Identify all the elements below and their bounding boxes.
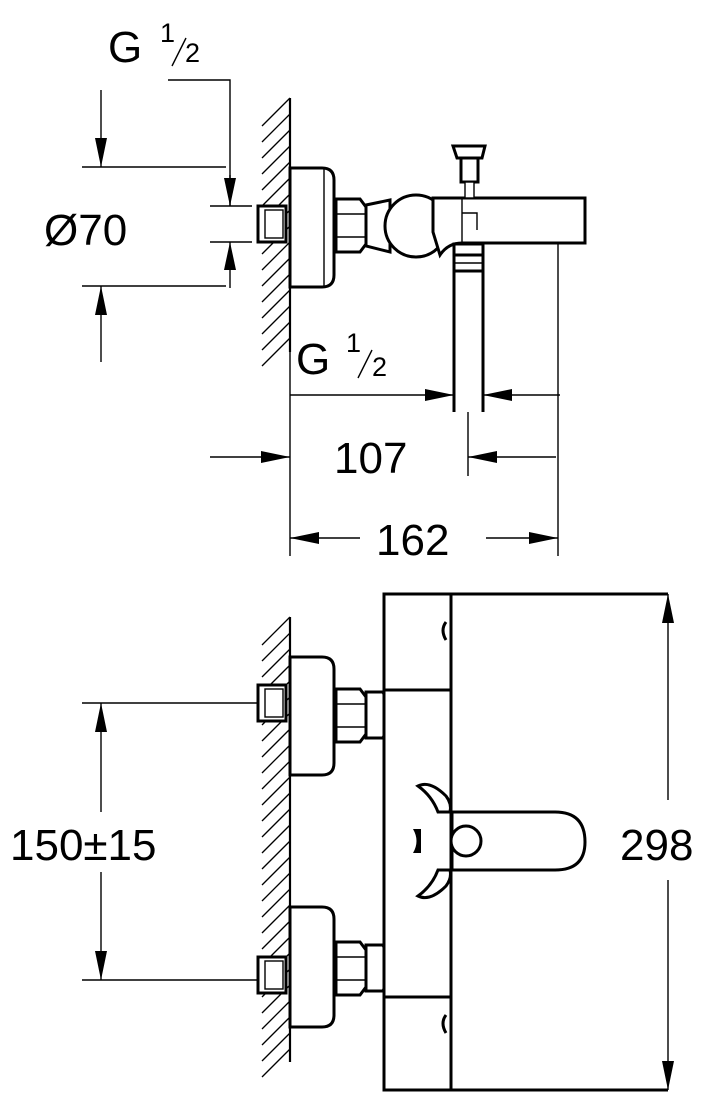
wall-hatch-line (261, 129, 291, 159)
wall-hatch-line (261, 177, 291, 207)
label-depth-total: 162 (376, 516, 449, 565)
hex-nut-top (334, 197, 368, 254)
label-thread-outlet-num: 1 (346, 328, 361, 358)
wall-hatch-line (261, 273, 291, 303)
wall-hatch-line (261, 97, 291, 127)
wall-hatch-line (261, 824, 291, 854)
wall-hatch-line (261, 1032, 291, 1062)
wall-hatch-line (261, 161, 291, 191)
dim-diameter: Ø70 (44, 90, 226, 362)
label-depth-outlet: 107 (334, 434, 407, 483)
wall-hatch-line (261, 241, 291, 271)
wall-hatch-line (261, 776, 291, 806)
wall-hatch-line (261, 856, 291, 886)
top-side-view: G 1 2 Ø70 G 1 2 (44, 18, 587, 565)
wall-hatch-line (261, 920, 291, 950)
wall-hatch-line (261, 616, 291, 646)
wall-hatch-line (261, 744, 291, 774)
dim-height: 298 (620, 594, 693, 1090)
wall-hatch-line (261, 321, 291, 351)
wall-hatch-line (261, 648, 291, 678)
dim-centers: 150±15 (10, 702, 258, 981)
wall-hatch-line (261, 792, 291, 822)
label-centers: 150±15 (10, 821, 157, 870)
label-thread-top-num: 1 (160, 18, 175, 48)
dim-thread-outlet: G 1 2 (290, 328, 560, 401)
wall-hatch-line (261, 337, 291, 367)
wall-hatch-line (261, 1048, 291, 1078)
rosette-top (288, 166, 336, 289)
dim-thread-top: G 1 2 (108, 18, 252, 288)
rosette-upper (288, 655, 336, 777)
wall-connector-top (256, 204, 288, 244)
wall-hatch-line (261, 632, 291, 662)
dim-162: 162 (289, 243, 559, 565)
wall-hatch-line (261, 904, 291, 934)
wall-hatch-line (261, 289, 291, 319)
spout (431, 196, 587, 259)
label-thread-top-base: G (108, 23, 142, 72)
wall-hatch-line (261, 808, 291, 838)
label-thread-outlet-base: G (296, 335, 330, 384)
wall-hatch-line (261, 760, 291, 790)
wall-hatch-line (261, 113, 291, 143)
wall-hatch-line (261, 840, 291, 870)
hose-outlet (452, 242, 485, 412)
label-thread-top-den: 2 (185, 38, 200, 68)
dim-107: 107 (210, 412, 556, 483)
wall-hatch-line (261, 872, 291, 902)
label-height: 298 (620, 821, 693, 870)
bottom-front-view: 150±15 298 (10, 592, 693, 1092)
wall-hatch-line (261, 257, 291, 287)
label-diameter: Ø70 (44, 206, 127, 255)
rosette-lower (288, 905, 336, 1029)
wall-hatch-line (261, 145, 291, 175)
wall-hatch-line (261, 305, 291, 335)
label-thread-outlet-den: 2 (372, 352, 387, 382)
wall-hatch-line (261, 1016, 291, 1046)
wall-hatch-line (261, 1000, 291, 1030)
wall-hatch-line (261, 728, 291, 758)
lever-handle (413, 782, 587, 900)
diverter-knob (450, 144, 487, 199)
wall-hatch-line (261, 888, 291, 918)
